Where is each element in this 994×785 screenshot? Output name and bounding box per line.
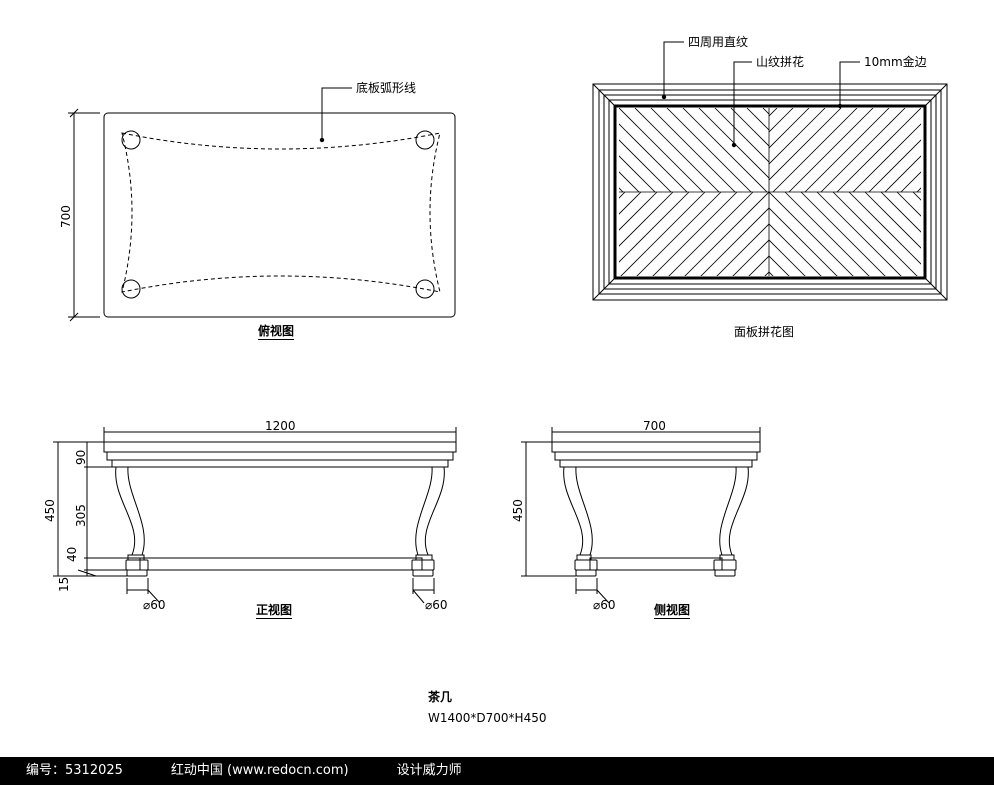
parquet-hatch [619, 192, 769, 276]
technical-drawing [53, 41, 948, 604]
footer-tag: 设计威力师 [396, 763, 462, 778]
leg-circle [121, 279, 141, 299]
side-view-title: 侧视图 [654, 603, 691, 619]
top-view-title: 俯视图 [258, 324, 295, 340]
panel-view [592, 41, 948, 301]
top-thickness-dimension: 90 [74, 449, 88, 465]
parquet-hatch [769, 192, 921, 276]
border-grain-callout: 四周用直纹 [688, 35, 749, 49]
front-width-dimension: 1200 [265, 419, 296, 433]
parquet-hatch [619, 108, 769, 192]
side-width-dimension: 700 [643, 419, 666, 433]
front-view-title: 正视图 [256, 603, 293, 619]
top-view-depth-dimension: 700 [59, 205, 73, 228]
footer-bar: 编号：5312025 红动中国 (www.redocn.com) 设计威力师 [0, 757, 994, 785]
side-foot-diameter: ⌀60 [593, 598, 616, 612]
front-view [53, 427, 457, 604]
foot-height-dimension: 15 [57, 576, 71, 592]
base-arc-line [121, 132, 441, 293]
parquet-hatch [769, 108, 921, 192]
pattern-callout: 山纹拼花 [756, 55, 805, 69]
side-height-dimension: 450 [511, 499, 525, 522]
product-name: 茶几 [428, 690, 453, 704]
top-view-outline [103, 112, 456, 318]
side-view [521, 427, 761, 604]
product-size: W1400*D700*H450 [428, 711, 547, 725]
rail-height-dimension: 40 [65, 546, 79, 562]
right-foot-diameter: ⌀60 [425, 598, 448, 612]
front-height-dimension: 450 [43, 499, 57, 522]
base-arc-callout: 底板弧形线 [356, 81, 417, 95]
panel-view-title: 面板拼花图 [734, 325, 795, 339]
top-view [68, 87, 456, 322]
leg-circle [121, 130, 141, 150]
leg-circle [415, 130, 435, 150]
leg-height-dimension: 305 [74, 504, 88, 527]
leg-circle [415, 279, 435, 299]
gold-edge-callout: 10mm金边 [864, 55, 927, 69]
left-foot-diameter: ⌀60 [143, 598, 166, 612]
footer-id: 编号：5312025 [26, 763, 123, 778]
footer-site: 红动中国 (www.redocn.com) [170, 763, 349, 778]
